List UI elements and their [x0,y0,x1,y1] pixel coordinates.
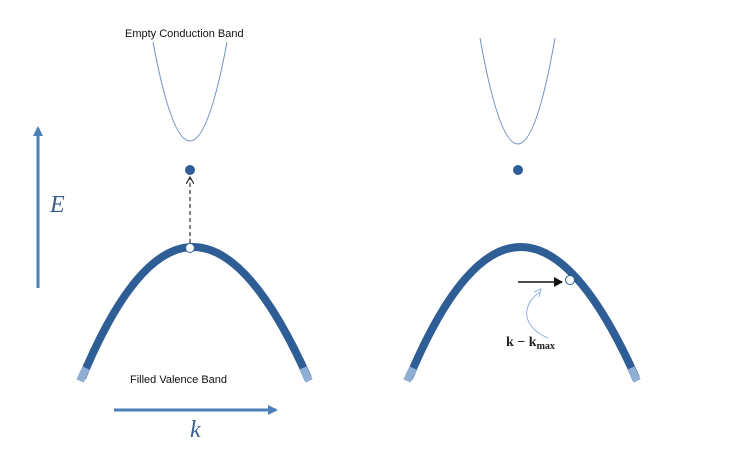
valence-band-fade-right [627,366,641,383]
panel-hole-displaced: k − kmax [403,37,641,383]
valence-band-curve [405,243,640,380]
annotation-arrowhead [533,288,542,298]
valence-band-fade-left [76,366,90,383]
valence-band-label: Filled Valence Band [130,374,227,386]
conduction-band-curve [152,41,228,142]
hole-dot [185,243,195,253]
conduction-band-label: Empty Conduction Band [125,28,244,40]
conduction-band-curve [479,37,556,145]
electron-dot [185,165,195,175]
offset-label-sub: max [537,341,555,352]
annotation-curve [526,291,549,339]
offset-label: k − kmax [506,335,555,352]
valence-band-fade-right [299,366,313,383]
momentum-axis-label: k [190,417,201,443]
electron-dot [513,165,523,175]
offset-label-main: k − k [506,335,537,350]
panel-direct-transition: Empty Conduction Band Filled Valence Ban… [76,28,313,386]
hole-dot [565,275,575,285]
valence-band-fade-left [403,366,417,383]
valence-band-curve [78,243,312,380]
energy-axis-label: E [49,192,65,218]
